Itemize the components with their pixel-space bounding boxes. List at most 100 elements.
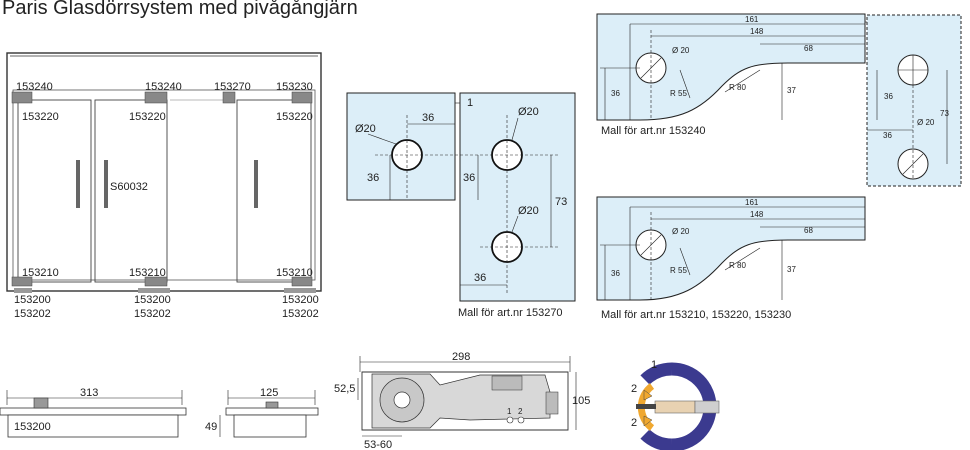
dim-r55b: R 55 xyxy=(670,266,687,275)
plate-153210 xyxy=(596,196,866,301)
dim-148: 148 xyxy=(750,27,764,36)
label-floor-right-b: 153202 xyxy=(282,308,319,320)
dim-313: 313 xyxy=(80,387,98,399)
floor-box-mid xyxy=(138,288,170,293)
adjust-label-1: 1 xyxy=(651,359,657,371)
dim-d20-left: Ø20 xyxy=(355,123,376,135)
fitting-bottom-right xyxy=(291,276,313,287)
label-floor-right-a: 153200 xyxy=(282,294,319,306)
door-front-view: 153240 153240 153270 153230 153220 15322… xyxy=(6,52,322,320)
dim-298: 298 xyxy=(452,351,470,363)
dim-d20-top: Ø20 xyxy=(518,106,539,118)
closer-top-view: 298 1 2 52,5 105 53-60 xyxy=(334,351,590,450)
dim-37: 37 xyxy=(787,86,796,95)
end-block xyxy=(545,391,559,415)
caption-153210: Mall för art.nr 153210, 153220, 153230 xyxy=(601,309,791,321)
dim-gap: 1 xyxy=(467,97,473,109)
dim-148b: 148 xyxy=(750,210,764,219)
template-153210: 161 148 68 36 37 R 55 R 80 Ø 20 Mall för… xyxy=(596,196,866,321)
dim-36b: 36 xyxy=(611,269,620,278)
valve-label-2: 2 xyxy=(518,407,523,416)
floor-spring-section: 313 153200 125 49 xyxy=(0,387,319,438)
arc-blue-top xyxy=(640,362,673,385)
label-upper-mid: 153220 xyxy=(129,111,166,123)
label-floor-left-a: 153200 xyxy=(14,294,51,306)
template-153270: 36 1 36 36 73 36 Ø20 Ø20 Ø20 Mall för ar… xyxy=(346,92,576,319)
glass-panel-left xyxy=(17,99,92,283)
adjust-label-2a: 2 xyxy=(631,383,637,395)
handle-mid xyxy=(104,160,108,208)
valve-1 xyxy=(506,416,514,424)
screw-thread xyxy=(694,400,720,414)
label-floor-left-b: 153202 xyxy=(14,308,51,320)
arrow-down xyxy=(643,415,653,427)
cross-bottom xyxy=(902,153,924,175)
spindle xyxy=(33,397,49,409)
label-top-pivot: 153270 xyxy=(214,81,251,93)
key xyxy=(636,404,656,409)
cover-plate xyxy=(0,407,187,416)
plate-right xyxy=(459,92,576,302)
valve-2 xyxy=(517,416,525,424)
housing-side xyxy=(233,414,307,438)
arc-blue-bottom xyxy=(640,429,673,450)
label-lower-mid: 153210 xyxy=(129,267,166,279)
dim-h36-bottom: 36 xyxy=(474,272,486,284)
pivot-center xyxy=(393,391,411,409)
label-upper-left: 153220 xyxy=(22,111,59,123)
leader-d20-left xyxy=(367,133,397,145)
caption-153240: Mall för art.nr 153240 xyxy=(601,125,706,137)
glass-panel-right xyxy=(236,99,312,283)
label-floor-mid-b: 153202 xyxy=(134,308,171,320)
dim-r80: R 80 xyxy=(729,83,746,92)
label-upper-right: 153220 xyxy=(276,111,313,123)
dim-r80b: R 80 xyxy=(729,261,746,270)
leader-r55 xyxy=(679,69,691,99)
adjustment-diagram: 1 2 2 xyxy=(631,359,720,450)
fitting-top-left xyxy=(11,91,33,104)
dim-105: 105 xyxy=(572,395,590,407)
dim-d20b: Ø 20 xyxy=(672,227,690,236)
leader-d20-top xyxy=(511,117,519,141)
floor-box-right xyxy=(284,288,316,293)
caption-153270: Mall för art.nr 153270 xyxy=(458,307,563,319)
dim-side-36v: 36 xyxy=(884,92,893,101)
dim-68b: 68 xyxy=(804,226,813,235)
dim-37b: 37 xyxy=(787,265,796,274)
fitting-bottom-left xyxy=(11,276,33,287)
housing xyxy=(7,414,179,438)
fitting-top-pivot xyxy=(222,91,236,104)
dim-161: 161 xyxy=(745,15,759,24)
plate-153240 xyxy=(596,13,866,121)
leader-r80 xyxy=(724,69,761,93)
dim-52-5: 52,5 xyxy=(334,383,355,395)
label-top-left: 153240 xyxy=(16,81,53,93)
spring-block xyxy=(491,375,523,391)
fitting-top-mid xyxy=(144,91,168,104)
adjust-label-2b: 2 xyxy=(631,417,637,429)
fitting-bottom-mid xyxy=(144,276,168,287)
label-lower-right: 153210 xyxy=(276,267,313,279)
dim-v36-right: 36 xyxy=(463,172,475,184)
glass-panel-mid xyxy=(94,99,168,283)
dim-68: 68 xyxy=(804,44,813,53)
spindle-side xyxy=(265,401,279,409)
dim-r55: R 55 xyxy=(670,89,687,98)
dim-side-d20: Ø 20 xyxy=(917,118,935,127)
label-lower-left: 153210 xyxy=(22,267,59,279)
label-top-mid: 153240 xyxy=(145,81,182,93)
label-153200: 153200 xyxy=(14,421,51,433)
label-floor-mid-a: 153200 xyxy=(134,294,171,306)
dim-161b: 161 xyxy=(745,198,759,207)
dim-h36-left: 36 xyxy=(422,112,434,124)
dim-v73: 73 xyxy=(555,196,567,208)
cover-plate-side xyxy=(225,407,319,416)
floor-box-left xyxy=(14,288,32,293)
page-title: Paris Glasdörrsystem med pivågångjärn xyxy=(2,0,358,19)
dim-36: 36 xyxy=(611,89,620,98)
handle-right xyxy=(254,160,258,208)
dim-v36-left: 36 xyxy=(367,172,379,184)
dim-125: 125 xyxy=(260,387,278,399)
dim-49: 49 xyxy=(205,421,217,433)
